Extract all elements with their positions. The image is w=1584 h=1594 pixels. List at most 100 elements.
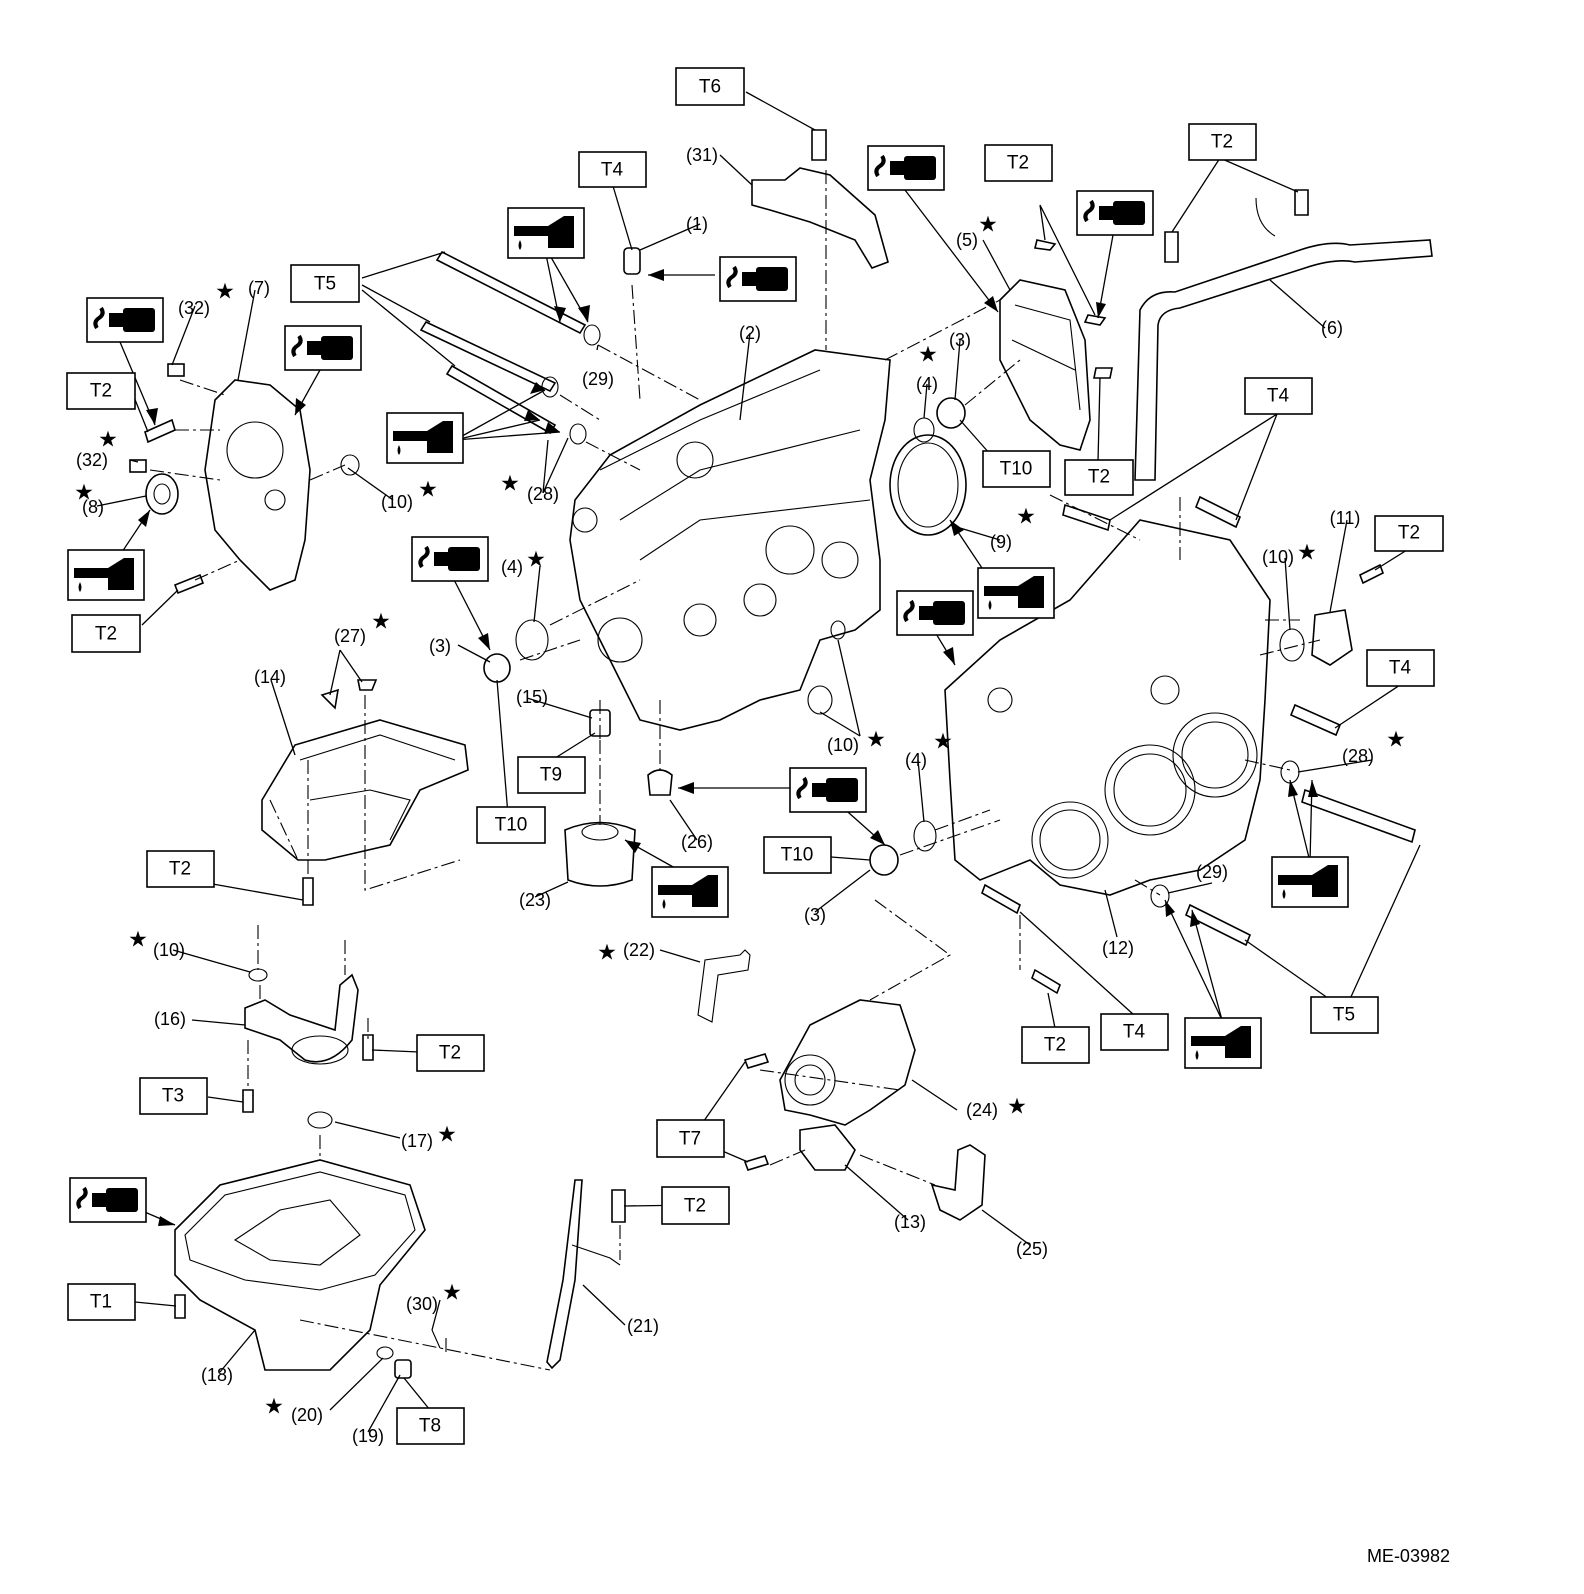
part-shapes [129, 129, 1433, 1379]
callout-1: (1) [686, 214, 708, 234]
callout-23: (23) [519, 890, 551, 910]
callout-28: (28) [1342, 746, 1374, 766]
torque-box-t4: T4 [578, 151, 647, 188]
torque-box-t5: T5 [1310, 996, 1379, 1034]
liquid-gasket-icon [283, 324, 363, 372]
star-icon: ★ [371, 610, 391, 635]
torque-label: T4 [601, 160, 624, 181]
torque-label: T10 [1000, 459, 1033, 480]
diagram-code: ME-03982 [1367, 1546, 1450, 1566]
star-icon: ★ [1007, 1095, 1027, 1120]
water-pump [779, 999, 916, 1126]
liquid-gasket-icon [788, 766, 868, 814]
callout-7: (7) [248, 278, 270, 298]
liquid-gasket-icon [718, 255, 798, 303]
callout-3: (3) [804, 905, 826, 925]
callout-17: (17) [401, 1131, 433, 1151]
torque-label: T2 [1211, 132, 1233, 153]
torque-box-t2: T2 [146, 850, 215, 888]
torque-box-t7: T7 [656, 1119, 725, 1158]
liquid-gasket-icon [1075, 189, 1155, 237]
engine-oil-icon [507, 207, 585, 259]
torque-label: T5 [314, 274, 336, 295]
star-icon: ★ [597, 941, 617, 966]
callout-22: (22) [623, 940, 655, 960]
torque-label: T10 [495, 815, 528, 836]
callout-29: (29) [582, 369, 614, 389]
crankcase-right-half [944, 519, 1271, 896]
star-icon: ★ [978, 213, 998, 238]
engine-oil-icon [67, 549, 145, 601]
callout-32: (32) [178, 298, 210, 318]
bracket [751, 167, 889, 269]
torque-label: T8 [419, 1416, 441, 1437]
torque-box-t2: T2 [1064, 459, 1134, 496]
torque-box-t2: T2 [416, 1034, 485, 1072]
star-icon: ★ [1386, 728, 1406, 753]
torque-label: T10 [781, 845, 814, 866]
torque-box-t2: T2 [1374, 515, 1444, 552]
torque-box-t1: T1 [67, 1283, 136, 1321]
torque-box-t10: T10 [763, 836, 832, 874]
torque-label: T2 [95, 624, 117, 645]
torque-box-t2: T2 [984, 144, 1053, 182]
star-icon: ★ [442, 1281, 462, 1306]
liquid-gasket-icon [85, 296, 165, 344]
callout-26: (26) [681, 832, 713, 852]
callout-12: (12) [1102, 938, 1134, 958]
callout-18: (18) [201, 1365, 233, 1385]
torque-label: T2 [684, 1196, 706, 1217]
cover-plate [999, 279, 1091, 451]
assembly-lines [149, 170, 1321, 1371]
engine-oil-icon [1184, 1017, 1262, 1069]
liquid-gasket-icon [68, 1176, 148, 1224]
arrowheads [138, 269, 1318, 1226]
torque-label: T2 [1044, 1035, 1066, 1056]
oil-strainer [244, 973, 359, 1063]
star-marks: ★ ★ ★ ★ ★ ★ ★ ★ ★ ★ ★ ★ ★ ★ ★ ★ ★ ★ ★ ★ [74, 213, 1406, 1420]
torque-box-t2: T2 [1188, 123, 1257, 161]
callout-16: (16) [154, 1009, 186, 1029]
engine-oil-icon [977, 567, 1055, 619]
torque-box-t2: T2 [71, 614, 141, 653]
torque-box-t4: T4 [1100, 1013, 1169, 1051]
star-icon: ★ [437, 1123, 457, 1148]
callout-10: (10) [827, 735, 859, 755]
star-icon: ★ [866, 728, 886, 753]
torque-label: T2 [169, 859, 191, 880]
water-pipe [1134, 239, 1433, 481]
star-icon: ★ [215, 280, 235, 305]
callout-24: (24) [966, 1100, 998, 1120]
callout-10: (10) [1262, 547, 1294, 567]
torque-box-t2: T2 [1021, 1026, 1090, 1064]
callout-4: (4) [501, 557, 523, 577]
torque-box-t2: T2 [661, 1186, 730, 1225]
callout-4: (4) [905, 750, 927, 770]
callout-30: (30) [406, 1294, 438, 1314]
torque-label: T2 [1088, 467, 1110, 488]
star-icon: ★ [526, 548, 546, 573]
star-icon: ★ [918, 343, 938, 368]
callout-6: (6) [1321, 318, 1343, 338]
engine-oil-icon [1271, 856, 1349, 908]
callout-32: (32) [76, 450, 108, 470]
callout-5: (5) [956, 230, 978, 250]
torque-box-t4: T4 [1244, 377, 1313, 415]
torque-label: T4 [1123, 1022, 1146, 1043]
torque-label: T5 [1333, 1005, 1355, 1026]
torque-box-t2: T2 [66, 372, 136, 410]
torque-box-t9: T9 [517, 756, 586, 794]
torque-label: T2 [90, 381, 112, 402]
torque-label: T2 [439, 1043, 461, 1064]
torque-box-t5: T5 [290, 264, 360, 303]
torque-label: T7 [679, 1129, 701, 1150]
oil-level-guide [546, 1179, 583, 1370]
rear-oil-seal [889, 434, 967, 536]
torque-label: T6 [699, 77, 721, 98]
callout-14: (14) [254, 667, 286, 687]
callout-31: (31) [686, 145, 718, 165]
torque-boxes: T6 T4 T5 T2 T2 T2 T2 T10 T2 T4 T2 T4 T10… [66, 67, 1444, 1445]
callout-21: (21) [627, 1316, 659, 1336]
callout-29: (29) [1196, 862, 1228, 882]
